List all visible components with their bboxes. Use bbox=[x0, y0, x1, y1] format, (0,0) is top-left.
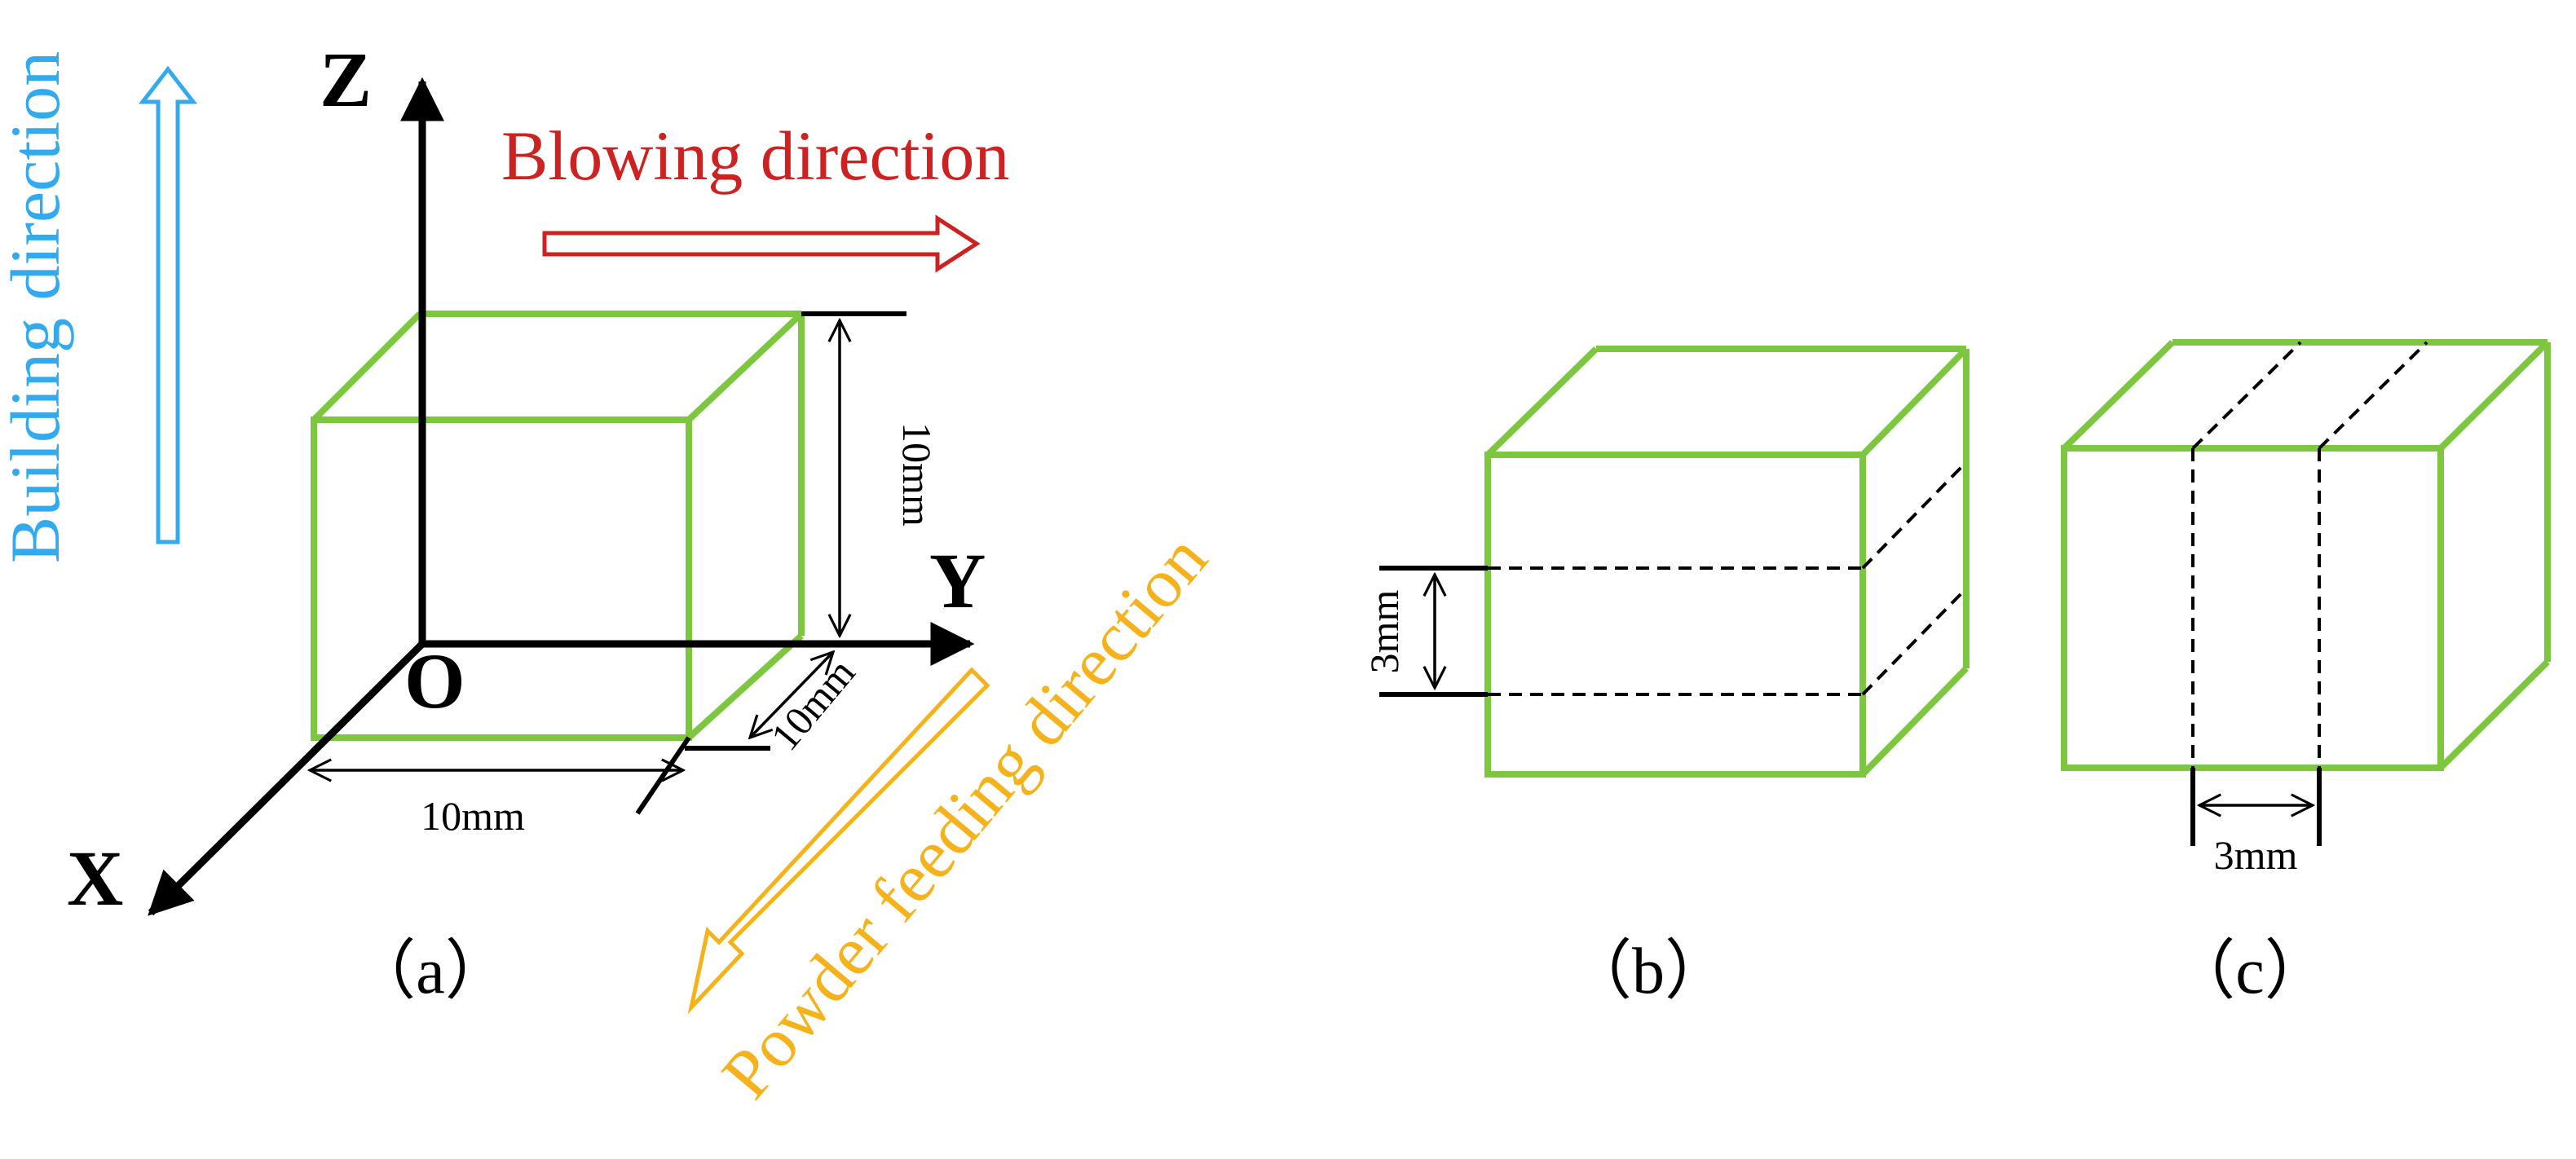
panel-b: 3mm （b） bbox=[1361, 346, 1969, 1007]
z-axis-label: Z bbox=[320, 36, 372, 123]
x-axis bbox=[148, 641, 426, 916]
slice-lines-c bbox=[2191, 341, 2428, 768]
depth-dim-label: 10mm bbox=[761, 650, 863, 759]
cube-c-edge bbox=[2062, 340, 2175, 451]
cube-a-edge bbox=[686, 311, 804, 422]
panel-a-label: （a） bbox=[351, 936, 510, 1007]
slice-b-dim-label: 3mm bbox=[1361, 590, 1407, 674]
slice-lines-b bbox=[1488, 461, 1968, 696]
building-direction-label: Building direction bbox=[0, 51, 74, 563]
slice-c-left-top bbox=[2191, 341, 2302, 450]
cube-a-front-face bbox=[311, 416, 692, 741]
blowing-direction-arrow bbox=[542, 214, 981, 273]
y-axis-label: Y bbox=[929, 537, 986, 624]
cube-c bbox=[2061, 339, 2551, 771]
slice-b-dimension bbox=[1379, 566, 1488, 697]
depth-dimension bbox=[685, 652, 833, 751]
cube-b bbox=[1484, 346, 1969, 778]
origin-label: O bbox=[404, 637, 465, 725]
cube-b-edge bbox=[1860, 346, 1969, 457]
height-dimension bbox=[801, 311, 906, 636]
cube-a-edge bbox=[311, 311, 422, 422]
width-dimension bbox=[310, 736, 691, 815]
cube-c-front-face bbox=[2061, 445, 2444, 771]
panel-b-label: （b） bbox=[1567, 936, 1730, 1007]
cube-c-edge bbox=[2438, 659, 2550, 770]
axes bbox=[148, 77, 975, 916]
width-dim-tick-right bbox=[635, 736, 691, 815]
panel-a: Z Y X O 10mm 10mm 10mm Building directio… bbox=[0, 36, 1222, 1113]
panel-c: 3mm （c） bbox=[2061, 339, 2551, 1007]
cube-b-edge bbox=[1860, 666, 1969, 777]
cube-c-edge bbox=[2438, 340, 2550, 451]
cube-b-edge bbox=[1485, 346, 1599, 457]
height-dim-label: 10mm bbox=[894, 422, 940, 527]
slice-b-bottom-side bbox=[1861, 587, 1968, 696]
blowing-direction-label: Blowing direction bbox=[501, 117, 1009, 195]
depth-dim-line bbox=[750, 652, 833, 738]
slice-c-dimension bbox=[2190, 768, 2322, 846]
x-axis-label: X bbox=[67, 835, 123, 922]
slice-c-dim-label: 3mm bbox=[2214, 832, 2298, 878]
slice-b-top-side bbox=[1861, 461, 1968, 570]
building-direction-arrow bbox=[138, 65, 198, 544]
slice-c-right-top bbox=[2318, 341, 2428, 450]
width-dim-label: 10mm bbox=[421, 793, 525, 839]
powder-feeding-direction-arrow bbox=[687, 667, 990, 1015]
cube-b-front-face bbox=[1484, 452, 1866, 778]
panel-c-label: （c） bbox=[2170, 936, 2330, 1007]
